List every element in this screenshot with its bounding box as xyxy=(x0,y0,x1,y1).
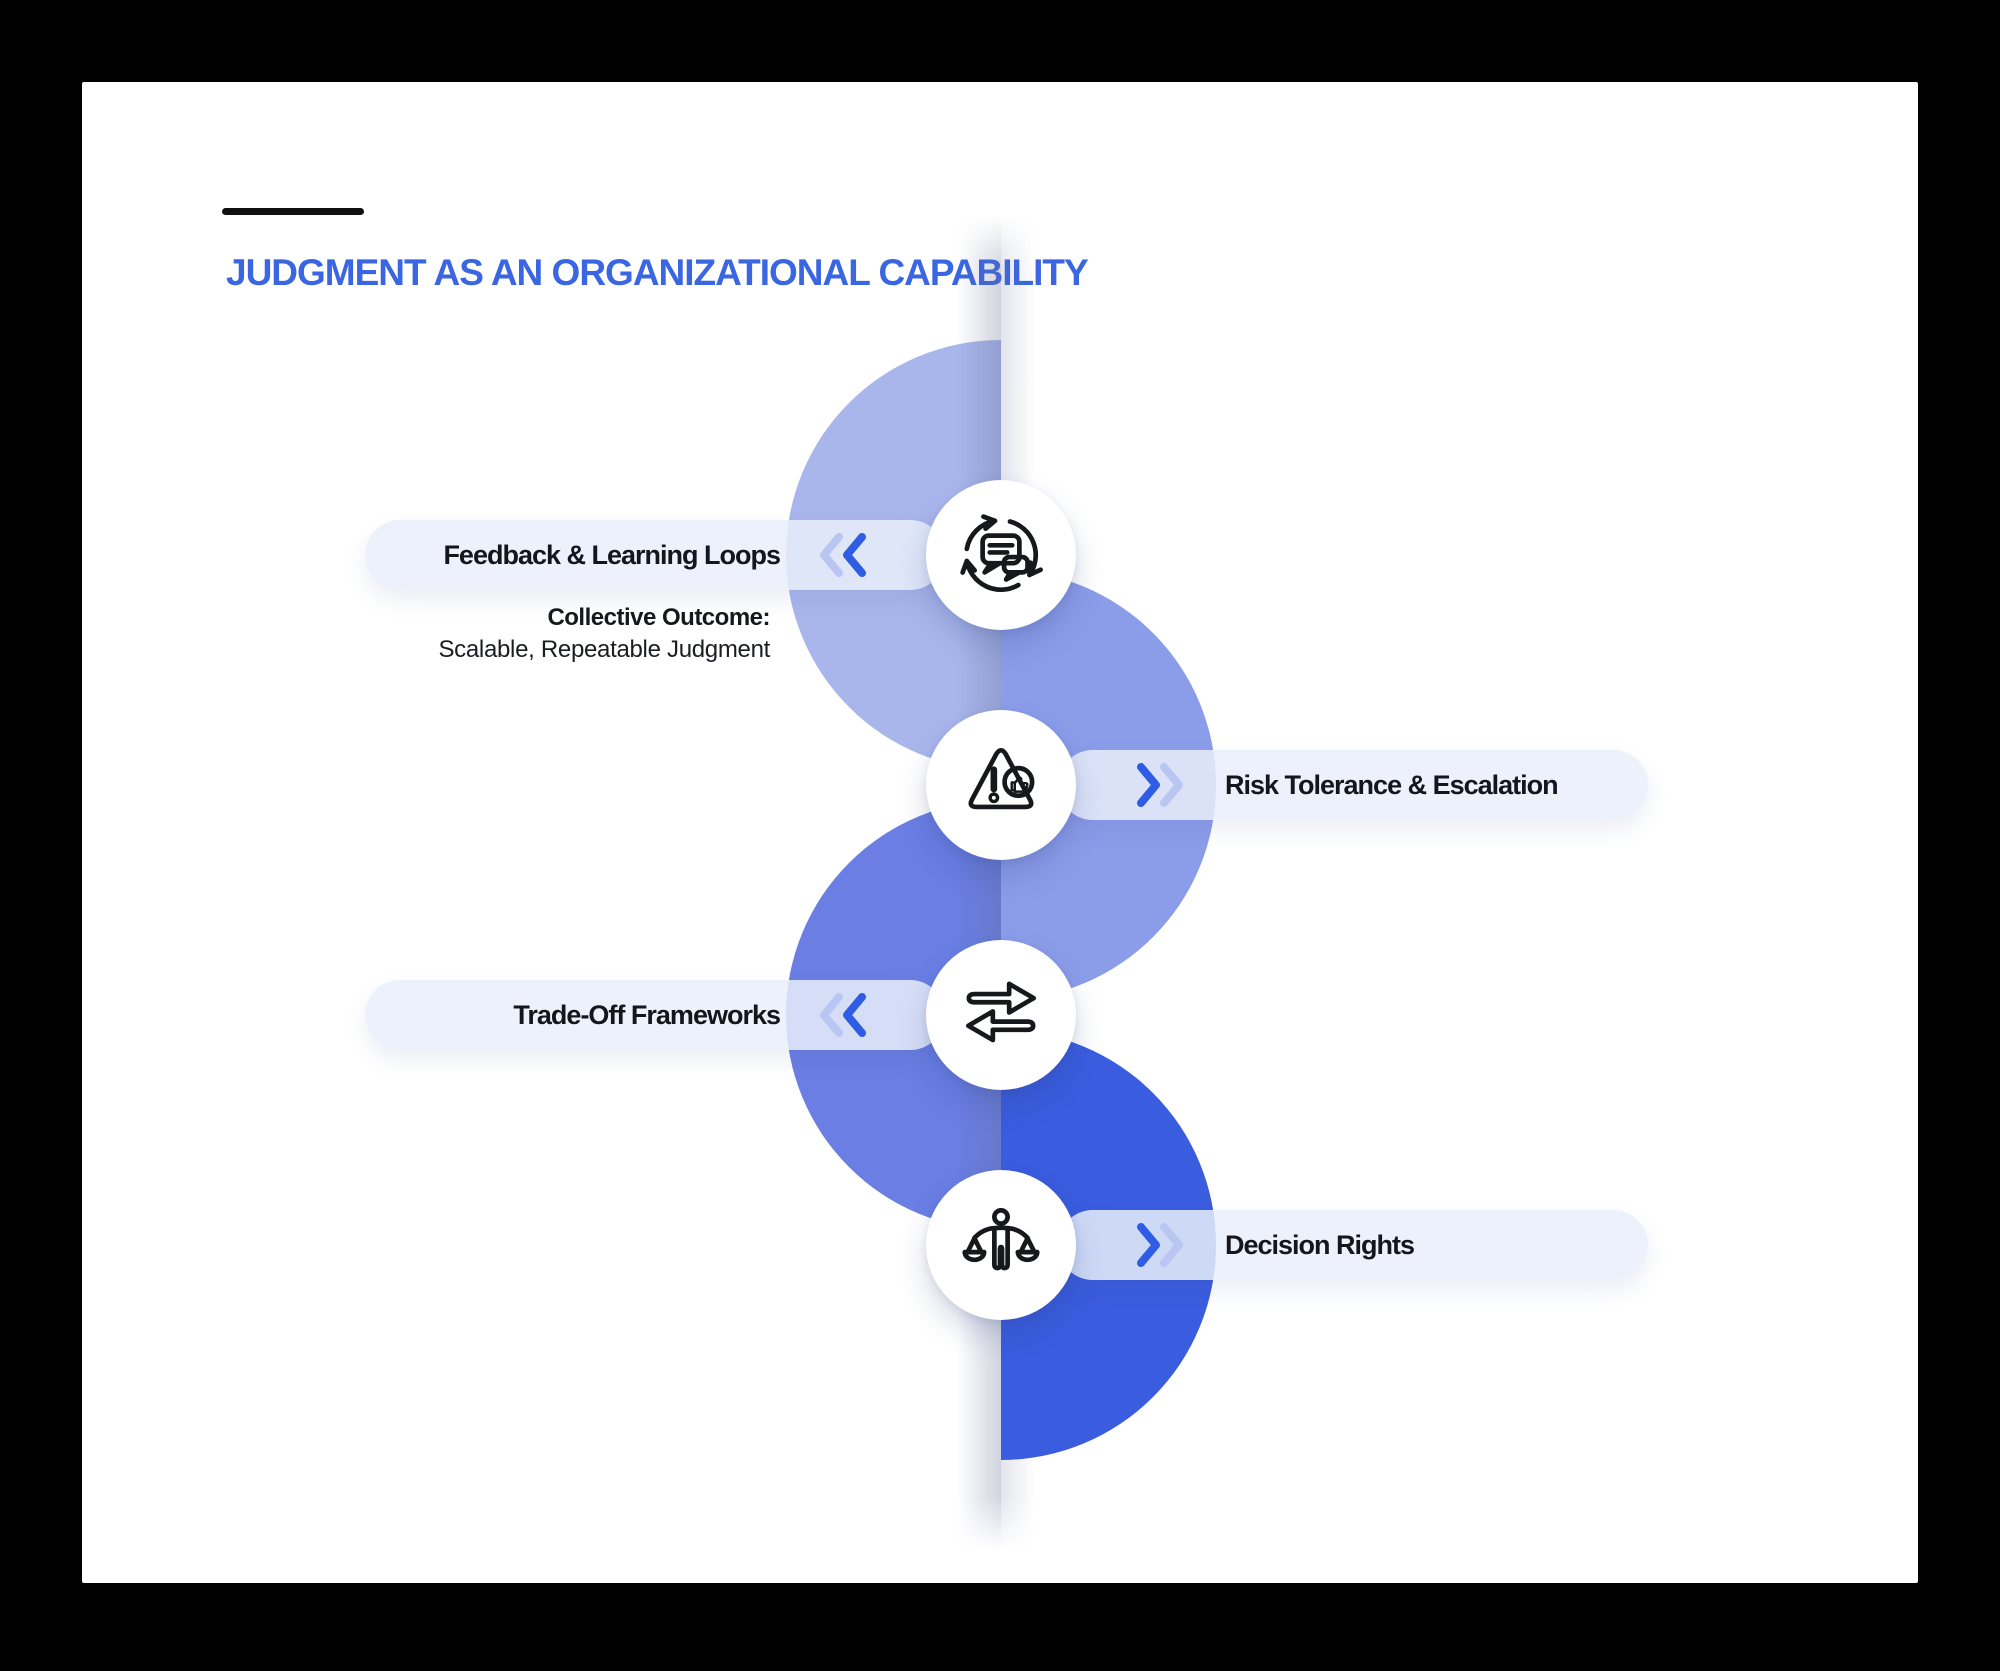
chevron-left-icon xyxy=(820,993,866,1037)
chevron-right-icon xyxy=(1137,763,1183,807)
note-collective-outcome: Collective Outcome: Scalable, Repeatable… xyxy=(370,602,770,666)
node-circle-decision xyxy=(926,1170,1076,1320)
node-circle-risk xyxy=(926,710,1076,860)
pill-trade-off-frameworks: Trade-Off Frameworks xyxy=(365,980,945,1050)
pill-label: Risk Tolerance & Escalation xyxy=(1225,770,1559,800)
pill-label: Feedback & Learning Loops xyxy=(443,540,781,570)
title-accent-line xyxy=(222,208,364,215)
balance-scales-icon xyxy=(962,1207,1040,1271)
node-circle-tradeoff xyxy=(926,940,1076,1090)
chevron-right-icon xyxy=(1137,1223,1183,1267)
node-circle-feedback xyxy=(926,480,1076,630)
pill-risk-tolerance-escalation: Risk Tolerance & Escalation xyxy=(1058,750,1648,820)
feedback-loop-icon xyxy=(960,514,1043,593)
pill-label: Decision Rights xyxy=(1225,1230,1415,1260)
swap-arrows-icon xyxy=(965,981,1037,1043)
note-title: Collective Outcome: xyxy=(547,604,770,631)
spine-shadow-left xyxy=(957,215,1001,1550)
chevron-left-icon xyxy=(820,533,866,577)
note-body: Scalable, Repeatable Judgment xyxy=(438,636,770,663)
risk-warning-icon xyxy=(968,747,1035,810)
pill-label: Trade-Off Frameworks xyxy=(513,1000,781,1030)
page-title: JUDGMENT AS AN ORGANIZATIONAL CAPABILITY xyxy=(226,252,1089,293)
